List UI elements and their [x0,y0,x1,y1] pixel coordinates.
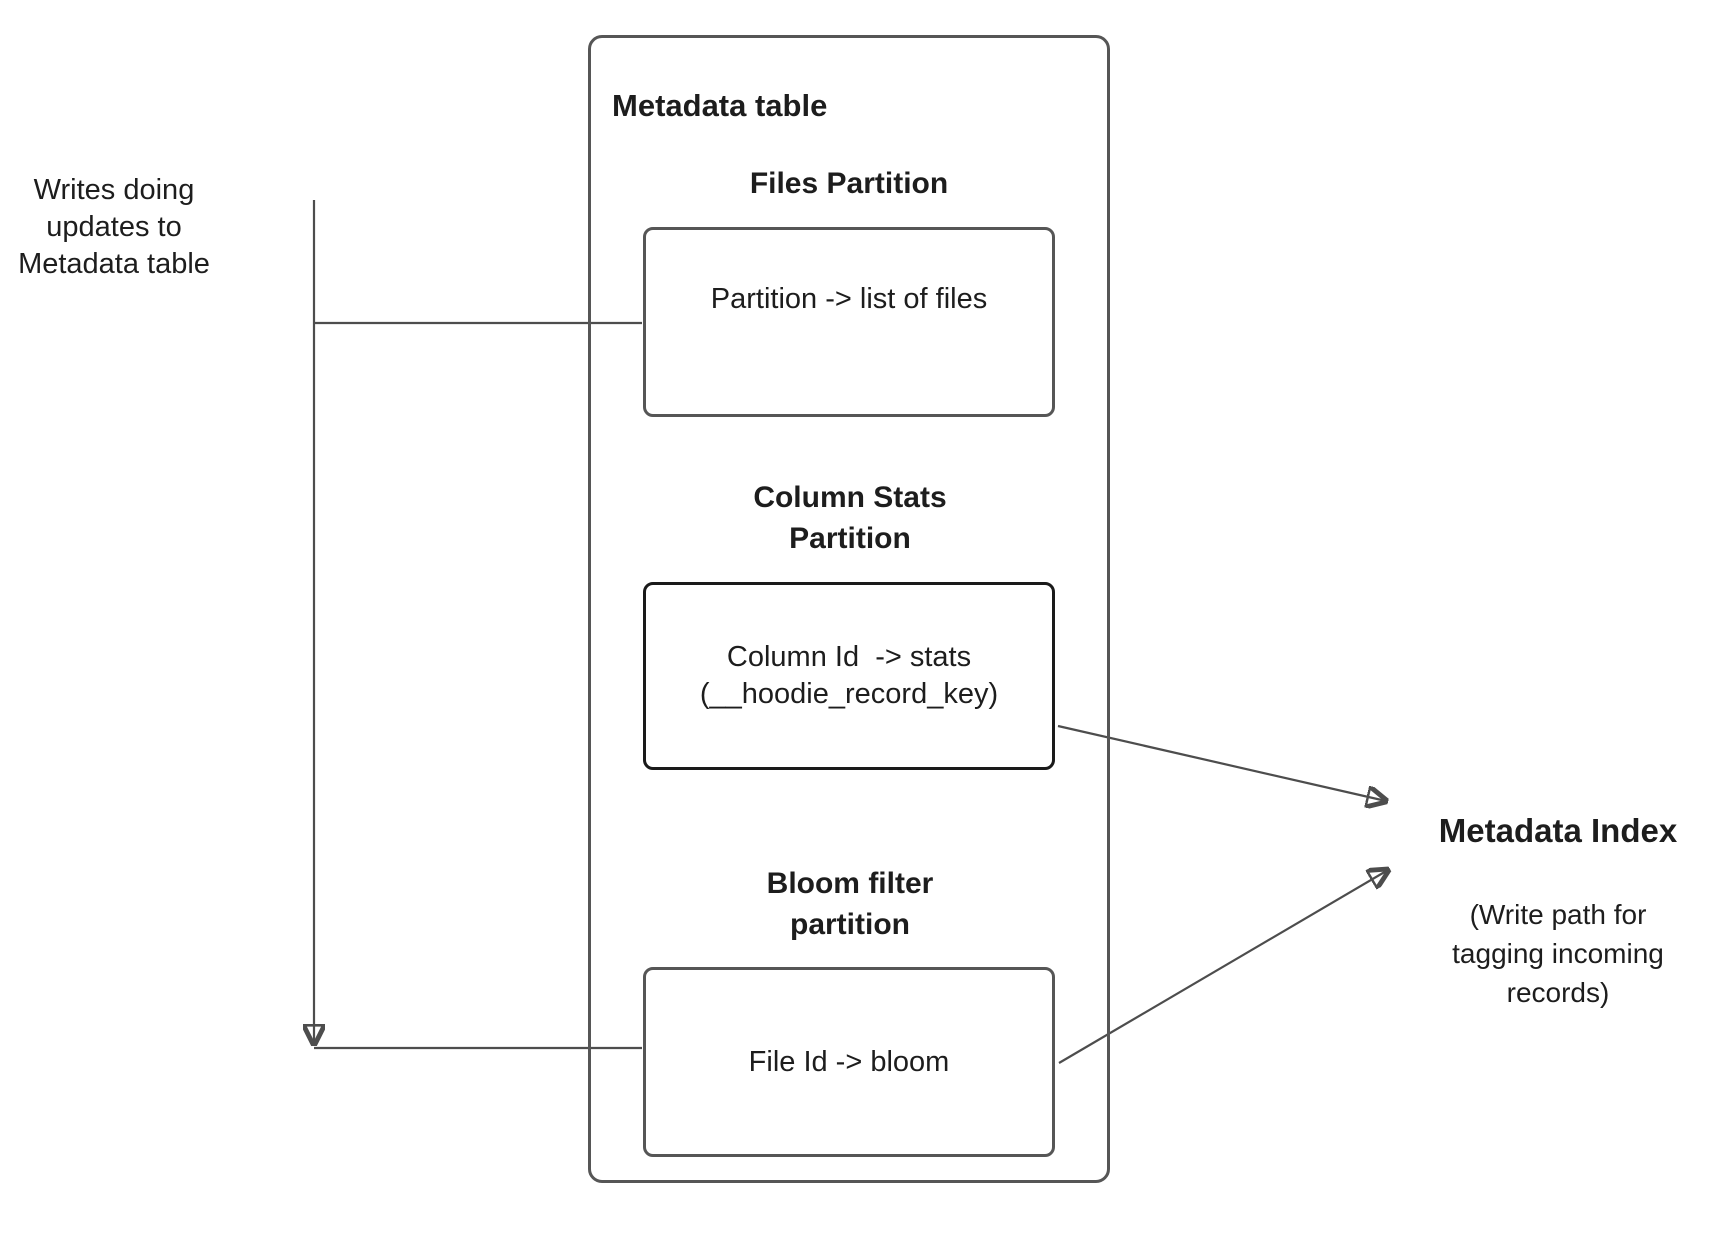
files-partition-heading: Files Partition [749,167,949,200]
metadata-index-caption: (Write path for tagging incoming records… [1452,899,1664,1008]
column-stats-partition-box: Column Id -> stats (__hoodie_record_key) [643,582,1055,770]
metadata-table-title: Metadata table [612,88,828,123]
files-partition-box-text: Partition -> list of files [710,282,988,315]
column-stats-box-line2: (__hoodie_record_key) [699,678,999,710]
writes-annotation: Writes doing updates to Metadata table [18,174,210,280]
files-partition-box: Partition -> list of files [643,227,1055,417]
column-stats-partition-heading: Column Stats Partition [753,481,947,555]
bloom-filter-partition-box: File Id -> bloom [643,967,1055,1157]
metadata-table-box [588,35,1110,1183]
bloom-filter-box-text: File Id -> bloom [748,1045,950,1078]
column-stats-box-line1: Column Id -> stats [726,641,972,673]
bloom-filter-partition-heading: Bloom filter partition [766,867,934,941]
metadata-index-title: Metadata Index [1438,812,1678,849]
